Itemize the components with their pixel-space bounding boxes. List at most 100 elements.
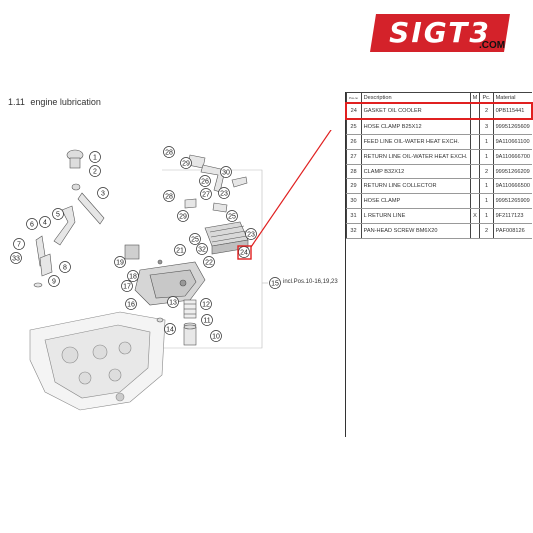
cell-description: RETURN LINE OIL-WATER HEAT EXCH. bbox=[360, 149, 470, 165]
table-header-row: Pos-no Description M Pc. Material bbox=[345, 92, 532, 104]
cell-m bbox=[469, 118, 480, 135]
cell-pos: 25 bbox=[345, 118, 362, 135]
callout-15[interactable] bbox=[269, 277, 281, 289]
callout-label-19: 19 bbox=[116, 260, 124, 267]
callout-7[interactable] bbox=[13, 238, 25, 250]
cell-material: 9A110666500 bbox=[492, 178, 532, 195]
cell-pos: 24 bbox=[344, 102, 362, 120]
oil-filter bbox=[156, 299, 197, 346]
callout-label-23: 23 bbox=[220, 191, 228, 198]
callout-1[interactable] bbox=[89, 151, 101, 163]
callout-label-11: 11 bbox=[203, 318, 210, 325]
cell-description: PAN-HEAD SCREW BM6X20 bbox=[360, 223, 470, 240]
callout-27[interactable] bbox=[200, 188, 212, 200]
callout-26[interactable] bbox=[199, 175, 211, 187]
cell-m bbox=[469, 193, 480, 210]
callout-25[interactable] bbox=[189, 233, 201, 245]
callout-label-28: 28 bbox=[165, 194, 173, 201]
cell-description: RETURN LINE COLLECTOR bbox=[360, 178, 470, 195]
callout-9[interactable] bbox=[48, 275, 60, 287]
oil-filter-console bbox=[124, 244, 206, 306]
cell-material: 9A110666700 bbox=[492, 149, 532, 165]
callout-29[interactable] bbox=[177, 210, 189, 222]
callout-16[interactable] bbox=[125, 298, 137, 310]
callout-23[interactable] bbox=[218, 187, 230, 199]
cell-pc: 1 bbox=[479, 193, 494, 210]
callout-29[interactable] bbox=[180, 157, 192, 169]
callout-28[interactable] bbox=[163, 146, 175, 158]
cell-m bbox=[469, 178, 480, 195]
callout-11[interactable] bbox=[201, 314, 213, 326]
callout-label-26: 26 bbox=[201, 179, 209, 186]
cell-m bbox=[469, 102, 480, 120]
cell-pos: 30 bbox=[345, 193, 362, 210]
callout-label-21: 21 bbox=[176, 248, 184, 255]
cell-material: 99951265909 bbox=[492, 193, 532, 210]
callout-label-25: 25 bbox=[191, 237, 199, 244]
cell-description: HOSE CLAMP bbox=[360, 193, 470, 210]
cell-pos: 28 bbox=[345, 164, 362, 180]
cell-description: HOSE CLAMP B25X12 bbox=[360, 118, 470, 135]
callout-19[interactable] bbox=[114, 256, 126, 268]
callout-30[interactable] bbox=[220, 166, 232, 178]
cell-material: PAF008126 bbox=[492, 223, 532, 240]
callout-label-29: 29 bbox=[179, 214, 187, 221]
callout-label-12: 12 bbox=[202, 302, 210, 309]
callout-5[interactable] bbox=[52, 208, 64, 220]
callout-32[interactable] bbox=[196, 243, 208, 255]
header-pos: Pos-no bbox=[345, 92, 362, 104]
callout-3[interactable] bbox=[97, 187, 109, 199]
callout-21[interactable] bbox=[174, 244, 186, 256]
callout-10[interactable] bbox=[210, 330, 222, 342]
callout-17[interactable] bbox=[121, 280, 133, 292]
callout-label-6: 6 bbox=[30, 222, 34, 229]
header-description: Description bbox=[360, 92, 471, 104]
table-divider bbox=[345, 92, 346, 437]
callout-18[interactable] bbox=[127, 270, 139, 282]
callout-2[interactable] bbox=[89, 165, 101, 177]
callout-4[interactable] bbox=[39, 216, 51, 228]
callout-label-17: 17 bbox=[123, 284, 131, 291]
cell-description: L RETURN LINE bbox=[360, 208, 470, 225]
callout-28[interactable] bbox=[163, 190, 175, 202]
callout-14[interactable] bbox=[164, 323, 176, 335]
callout-33[interactable] bbox=[10, 252, 22, 264]
callout-label-9: 9 bbox=[52, 279, 56, 286]
callout-13[interactable] bbox=[167, 296, 179, 308]
callout-label-18: 18 bbox=[129, 274, 137, 281]
callout-6[interactable] bbox=[26, 218, 38, 230]
cell-description: GASKET OIL COOLER bbox=[360, 102, 470, 120]
cell-pc: 2 bbox=[479, 102, 494, 120]
callout-23[interactable] bbox=[245, 228, 257, 240]
heat-exchanger-lines bbox=[184, 154, 248, 213]
oil-pipes bbox=[33, 205, 76, 288]
callout-label-4: 4 bbox=[43, 220, 47, 227]
callout-12[interactable] bbox=[200, 298, 212, 310]
cell-pc: 1 bbox=[479, 208, 494, 225]
cell-pos: 29 bbox=[345, 178, 362, 195]
callout-22[interactable] bbox=[203, 256, 215, 268]
cell-m bbox=[469, 164, 480, 180]
callout-label-14: 14 bbox=[166, 327, 174, 334]
callout-25[interactable] bbox=[226, 210, 238, 222]
cell-description: FEED LINE OIL-WATER HEAT EXCH. bbox=[360, 134, 470, 150]
highlight-box bbox=[237, 245, 252, 260]
cell-pc: 2 bbox=[479, 164, 494, 180]
brand-logo[interactable]: SIGT3 bbox=[370, 12, 516, 54]
callout-8[interactable] bbox=[59, 261, 71, 273]
oil-filler-cap bbox=[66, 149, 84, 191]
callout-label-23: 23 bbox=[247, 232, 255, 239]
cell-pos: 27 bbox=[345, 149, 362, 165]
